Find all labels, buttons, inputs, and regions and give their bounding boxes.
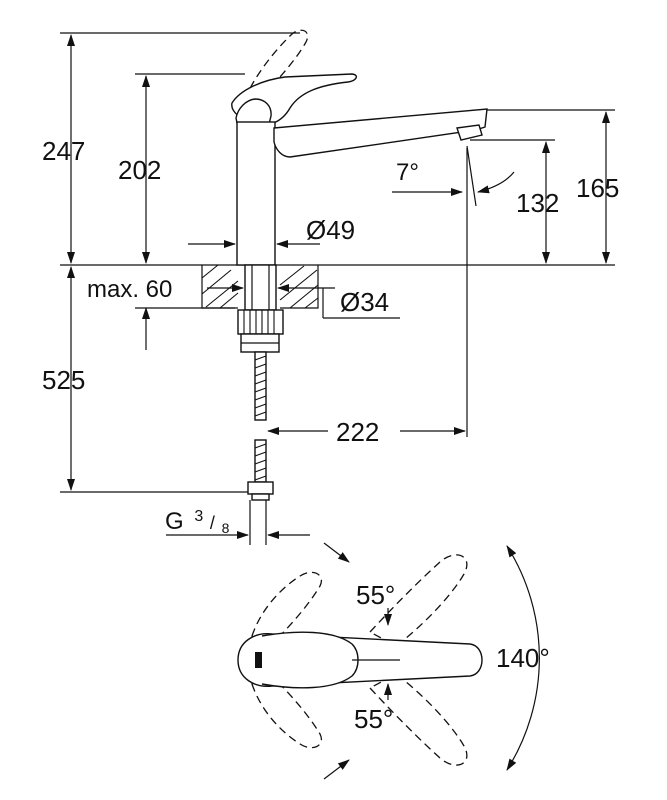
- swing-arc: [323, 542, 540, 780]
- faucet-column: [236, 121, 276, 266]
- lever-raised-outline: [239, 29, 309, 113]
- lever-cap: [235, 98, 272, 129]
- outlet-angle: [392, 145, 515, 207]
- lever-swing-positions: [251, 554, 468, 766]
- side-view-labels: 247 202 165 132 7° Ø49 max. 60 Ø34 525 2…: [42, 136, 619, 536]
- label-hose-length: 525: [42, 365, 85, 395]
- lever-swing-right-down: [368, 673, 468, 766]
- label-total-angle: 140°: [496, 643, 550, 673]
- lever-top: [237, 631, 483, 689]
- label-total-height: 247: [42, 136, 85, 166]
- spout: [273, 108, 488, 158]
- side-view: 247 202 165 132 7° Ø49 max. 60 Ø34 525 2…: [42, 29, 619, 545]
- lever-swing-left-down: [251, 673, 323, 749]
- vertical-dimension-arrows: [67, 34, 610, 491]
- threaded-shank: [244, 264, 277, 311]
- faucet-body: [231, 29, 488, 266]
- label-connection-thread: G 3 / 8: [165, 500, 230, 536]
- label-angle-lower: 55°: [354, 704, 393, 734]
- hose-upper: [254, 351, 267, 421]
- label-spout-height: 165: [576, 173, 619, 203]
- label-hole-diameter: Ø34: [340, 287, 389, 317]
- label-body-diameter: Ø49: [306, 215, 355, 245]
- lever-swing-left-up: [251, 571, 323, 647]
- lever-inner-curve: [261, 631, 359, 689]
- label-spout-reach: 222: [336, 417, 379, 447]
- label-spout-clearance: 202: [118, 155, 161, 185]
- countertop-hatch: [201, 264, 319, 309]
- fixing-nut: [237, 309, 284, 335]
- hose-fitting: [251, 493, 270, 501]
- label-angle-upper: 55°: [356, 580, 395, 610]
- countertop: [201, 264, 319, 309]
- top-view-labels: 55° 55° 140°: [354, 580, 550, 734]
- lever-swing-right-up: [368, 554, 468, 647]
- label-outlet-angle: 7°: [396, 159, 419, 186]
- top-view: 55° 55° 140°: [237, 542, 550, 780]
- label-max-deck: max. 60: [87, 276, 172, 303]
- horizontal-dimension-arrows: [166, 240, 466, 539]
- aerator: [456, 124, 483, 141]
- label-outlet-height: 132: [516, 188, 559, 218]
- hose-connector: [247, 481, 274, 495]
- mounting-assembly: [237, 264, 284, 501]
- extension-lines: [60, 32, 615, 545]
